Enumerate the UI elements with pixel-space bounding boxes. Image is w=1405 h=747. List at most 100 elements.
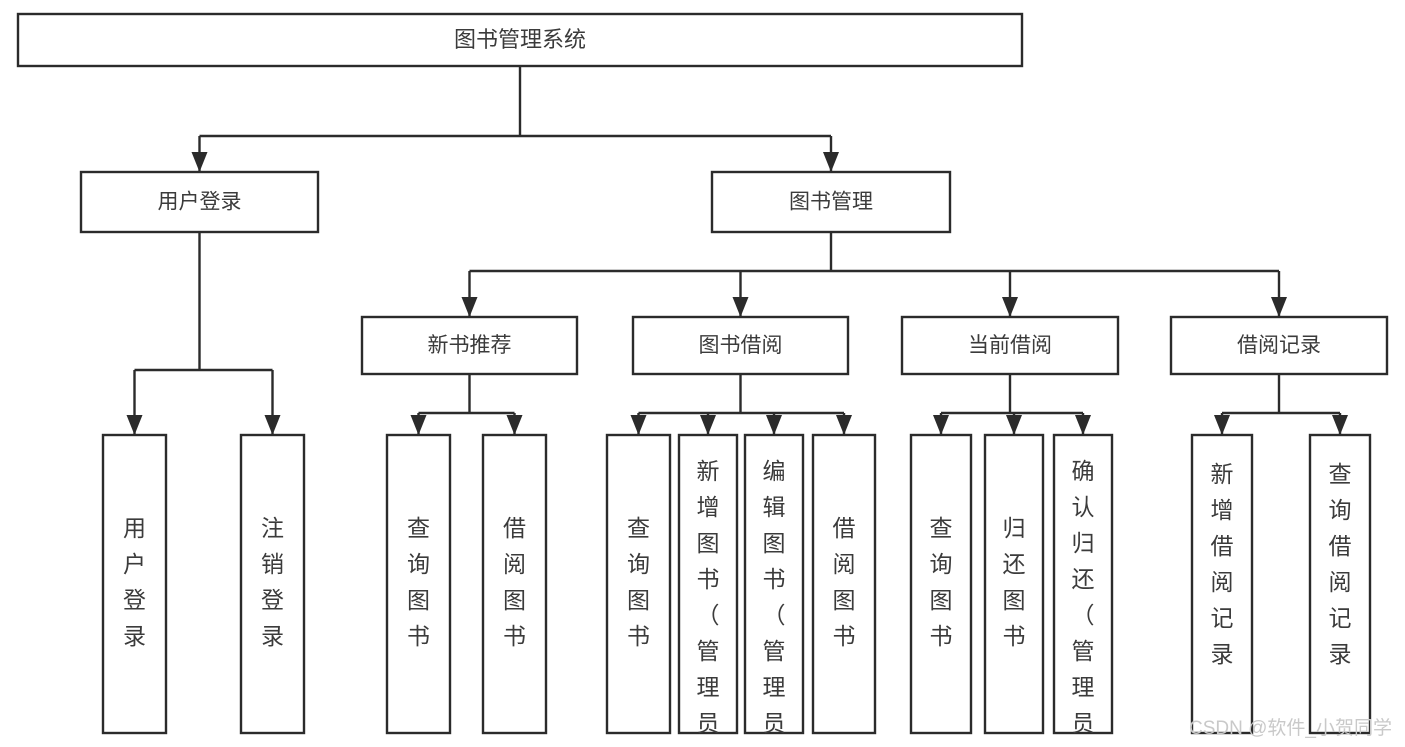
leaf-node-leaf-edit-book-admin-label-char: （ (763, 602, 786, 628)
node-user-login[interactable]: 用户登录 (79, 170, 320, 234)
leaf-node-leaf-query-book-current-label-char: 图 (930, 587, 953, 613)
leaf-node-leaf-borrow-book-recommend-label-char: 阅 (503, 551, 526, 577)
leaf-node-leaf-add-borrow-record-label-char: 阅 (1211, 569, 1234, 595)
node-current-borrow[interactable]: 当前借阅 (900, 315, 1120, 376)
arrow-head-icon (506, 415, 523, 435)
root-node-book-management-system-label: 图书管理系统 (454, 27, 586, 52)
leaf-node-leaf-query-borrow-record-label-char: 借 (1329, 533, 1352, 559)
leaf-node-leaf-edit-book-admin-label-char: 书 (763, 566, 786, 592)
leaf-node-leaf-edit-book-admin-label-char: 辑 (763, 494, 786, 520)
arrow-head-icon (1332, 415, 1348, 435)
leaf-node-leaf-borrow-book-recommend-label-char: 借 (503, 515, 526, 541)
leaf-node-leaf-confirm-return-admin-label-char: 还 (1072, 566, 1095, 592)
leaf-node-leaf-edit-book-admin-label-char: 图 (763, 530, 786, 556)
leaf-node-leaf-query-borrow-record-label-char: 查 (1329, 461, 1352, 487)
leaf-node-leaf-borrow-book-recommend-rect (481, 433, 548, 735)
leaf-node-leaf-query-book-current-label-char: 查 (930, 515, 953, 541)
node-new-book-recommend-rect (360, 315, 579, 376)
leaf-node-leaf-borrow-book-recommend-label-char: 图 (503, 587, 526, 613)
node-book-borrow[interactable]: 图书借阅 (631, 315, 850, 376)
leaf-node-leaf-query-borrow-record-label-char: 记 (1329, 605, 1352, 631)
leaf-node-leaf-query-book-current-label-char: 询 (930, 551, 953, 577)
leaf-node-leaf-user-logout-label-char: 录 (261, 623, 284, 649)
leaf-node-leaf-return-book-rect (983, 433, 1045, 735)
leaf-node-leaf-add-book-admin-rect (677, 433, 739, 735)
arrow-head-icon (1002, 297, 1018, 317)
leaf-node-leaf-confirm-return-admin-label-char: 认 (1072, 494, 1095, 520)
leaf-node-leaf-add-borrow-record-label-char: 录 (1211, 641, 1234, 667)
leaf-node-leaf-confirm-return-admin-label-char: 管 (1072, 638, 1095, 664)
node-book-borrow-label: 图书借阅 (699, 334, 783, 357)
leaf-node-leaf-query-book-recommend-label-char: 图 (407, 587, 430, 613)
leaf-node-leaf-confirm-return-admin-label-char: （ (1072, 602, 1095, 628)
leaf-node-leaf-add-book-admin-label-char: 管 (697, 638, 720, 664)
node-borrow-record-label: 借阅记录 (1237, 334, 1321, 357)
leaf-node-leaf-query-book-borrow-label-char: 询 (627, 551, 650, 577)
leaf-node-leaf-edit-book-admin-label-char: 理 (763, 674, 786, 700)
leaf-node-leaf-query-book-recommend-label-char: 书 (407, 623, 430, 649)
leaf-node-leaf-add-book-admin-label-char: 理 (697, 674, 720, 700)
arrow-head-icon (1271, 297, 1287, 317)
leaf-node-leaf-query-book-borrow-rect (605, 433, 672, 735)
leaf-node-leaf-confirm-return-admin-label-char: 确 (1072, 458, 1095, 484)
leaf-node-leaf-add-borrow-record-rect (1190, 433, 1254, 735)
leaf-node-leaf-add-book-admin-label-char: 新 (697, 458, 720, 484)
leaf-node-leaf-return-book-label-char: 归 (1003, 515, 1026, 541)
leaf-node-leaf-user-login-label-char: 录 (123, 623, 146, 649)
leaf-node-leaf-edit-book-admin-rect (743, 433, 805, 735)
leaf-node-leaf-user-login-rect (101, 433, 168, 735)
arrow-head-icon (1214, 415, 1230, 435)
leaf-node-leaf-user-login-label-char: 登 (123, 587, 146, 613)
leaf-node-leaf-query-book-current-rect (909, 433, 973, 735)
leaf-node-leaf-borrow-book-rect (811, 433, 877, 735)
leaf-node-leaf-query-borrow-record-rect (1308, 433, 1372, 735)
root-node-book-management-system-rect (16, 12, 1024, 68)
leaf-node-leaf-user-login[interactable]: 用户登录 (101, 433, 168, 735)
leaf-node-leaf-query-book-borrow-label-char: 查 (627, 515, 650, 541)
leaf-node-leaf-add-book-admin-label-char: 增 (697, 494, 720, 520)
leaf-node-leaf-confirm-return-admin-rect (1052, 433, 1114, 735)
leaf-node-leaf-user-logout-label-char: 登 (261, 587, 284, 613)
leaf-node-leaf-borrow-book-label-char: 图 (833, 587, 856, 613)
node-book-management-label: 图书管理 (789, 191, 873, 214)
arrow-head-icon (461, 297, 478, 317)
leaf-node-leaf-confirm-return-admin-label-char: 理 (1072, 674, 1095, 700)
arrow-head-icon (1075, 415, 1091, 435)
leaf-node-leaf-user-logout-label-char: 注 (261, 515, 284, 541)
leaf-node-leaf-user-logout-label-char: 销 (261, 551, 284, 577)
leaf-node-leaf-add-borrow-record-label-char: 新 (1211, 461, 1234, 487)
node-borrow-record[interactable]: 借阅记录 (1169, 315, 1389, 376)
leaf-node-leaf-user-logout-rect (239, 433, 306, 735)
arrow-head-icon (700, 415, 716, 435)
leaf-node-leaf-confirm-return-admin-label-char: 归 (1072, 530, 1095, 556)
arrow-head-icon (823, 152, 839, 172)
leaf-node-leaf-return-book-label-char: 还 (1003, 551, 1026, 577)
node-borrow-record-rect (1169, 315, 1389, 376)
leaf-node-leaf-borrow-book-label-char: 借 (833, 515, 856, 541)
node-book-borrow-rect (631, 315, 850, 376)
leaf-node-leaf-return-book-label-char: 图 (1003, 587, 1026, 613)
node-book-management[interactable]: 图书管理 (710, 170, 952, 234)
arrow-head-icon (191, 152, 208, 172)
arrow-head-icon (264, 415, 281, 435)
leaf-node-leaf-borrow-book-recommend-label-char: 书 (503, 623, 526, 649)
root-node-book-management-system[interactable]: 图书管理系统 (16, 12, 1024, 68)
node-new-book-recommend[interactable]: 新书推荐 (360, 315, 579, 376)
leaf-node-leaf-add-book-admin-label-char: 图 (697, 530, 720, 556)
leaf-node-leaf-edit-book-admin-label-char: 编 (763, 458, 786, 484)
node-new-book-recommend-label: 新书推荐 (428, 334, 512, 357)
